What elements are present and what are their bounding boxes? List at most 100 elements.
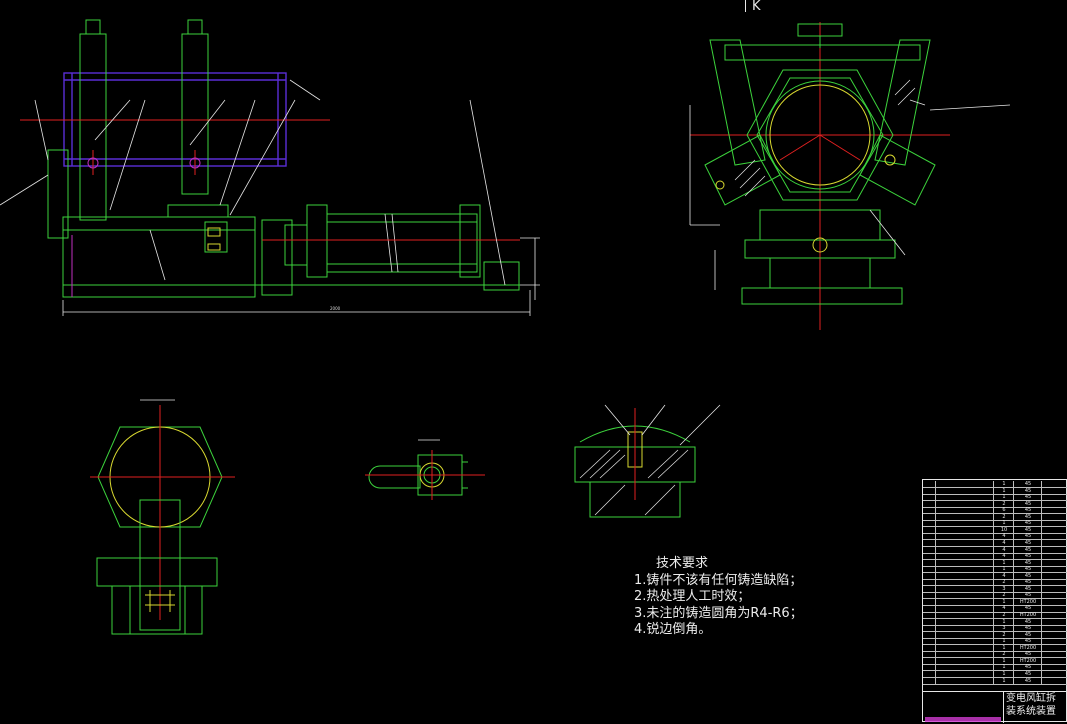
part-material: HT200 [1013,644,1042,651]
part-quantity: 2 [993,612,1014,619]
part-quantity: 4 [993,553,1014,560]
part-material: 45 [1013,605,1042,612]
section-view-hex [90,399,235,635]
part-quantity: 1 [993,677,1014,684]
part-material: 45 [1013,651,1042,658]
part-material: 45 [1013,566,1042,573]
part-quantity: 1 [993,638,1014,645]
part-material: 45 [1013,618,1042,625]
part-material: 45 [1013,546,1042,553]
detail-lever [365,439,485,500]
part-material: 45 [1013,559,1042,566]
part-quantity: 6 [993,507,1014,514]
part-quantity: 1 [993,481,1014,488]
part-quantity: 1 [993,670,1014,678]
part-quantity: 1 [993,559,1014,566]
part-quantity: 1 [993,494,1014,501]
part-material: 45 [1013,487,1042,494]
part-quantity: 4 [993,539,1014,547]
part-material: 45 [1013,553,1042,560]
part-quantity: 1 [993,566,1014,573]
part-quantity: 4 [993,546,1014,553]
part-quantity: 1 [993,644,1014,651]
note-line-4: 4.锐边倒角。 [634,622,712,637]
part-material: HT200 [1013,612,1042,619]
part-quantity: 1 [993,487,1014,494]
part-quantity: 2 [993,500,1014,507]
part-quantity: 10 [993,526,1014,533]
part-quantity: 3 [993,625,1014,632]
part-material: HT200 [1013,657,1042,664]
part-quantity: 4 [993,533,1014,540]
part-material: 45 [1013,526,1042,533]
part-material: 45 [1013,677,1042,684]
part-quantity: 1 [993,598,1014,605]
part-material: 45 [1013,625,1042,632]
part-material: 45 [1013,520,1042,527]
part-material: 45 [1013,513,1042,520]
part-quantity: 3 [993,585,1014,592]
technical-requirements: 技术要求 1.铸件不该有任何铸造缺陷； 2.热处理人工时效； 3.未注的铸造圆角… [634,556,803,639]
part-quantity: 1 [993,520,1014,527]
part-material: 45 [1013,664,1042,671]
part-material: 45 [1013,539,1042,547]
part-quantity: 1 [993,657,1014,664]
part-material: 45 [1013,585,1042,592]
note-line-1: 1.铸件不该有任何铸造缺陷； [634,572,803,588]
part-material: 45 [1013,481,1042,488]
part-material: 45 [1013,670,1042,678]
notes-title: 技术要求 [656,556,709,571]
part-material: 45 [1013,592,1042,599]
part-quantity: 2 [993,513,1014,520]
part-quantity: 1 [993,618,1014,625]
part-material: 45 [1013,572,1042,579]
part-quantity: 4 [993,605,1014,612]
part-material: 45 [1013,494,1042,501]
title-block-signatures [923,691,1003,724]
part-material: 45 [1013,631,1042,638]
part-material: 45 [1013,579,1042,586]
part-material: HT200 [1013,598,1042,605]
note-line-3: 3.未注的铸造圆角为R4-R6； [634,605,803,621]
dimension-text: 2000 [330,306,341,311]
note-line-2: 2.热处理人工时效； [634,589,751,604]
part-material: 45 [1013,638,1042,645]
part-quantity: 2 [993,631,1014,638]
detail-section [574,404,721,518]
part-material: 45 [1013,507,1042,514]
part-quantity: 4 [993,572,1014,579]
drawing-title: 变电风缸拆 装系统装置 [1003,691,1067,723]
side-view [689,22,1011,330]
part-quantity: 2 [993,592,1014,599]
part-material: 45 [1013,533,1042,540]
